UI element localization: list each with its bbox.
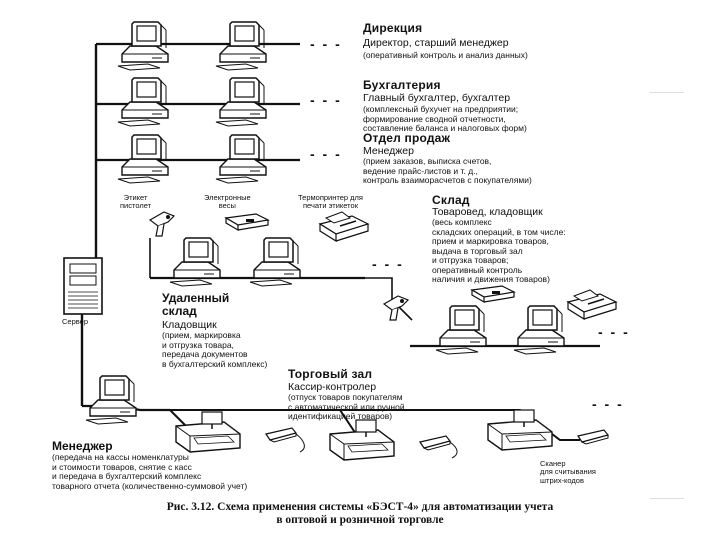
scales-label: Электронные весы [204, 193, 251, 211]
divider [650, 92, 684, 93]
pc-direction-1 [117, 21, 169, 71]
sales-title: Отдел продаж [363, 131, 451, 145]
remote-printer-icon [567, 289, 617, 320]
accounting-title: Бухгалтерия [363, 78, 441, 92]
pc-direction-2 [215, 21, 267, 71]
pc-accounting-1 [117, 77, 169, 127]
server-icon [63, 257, 103, 315]
warehouse-role: Товаровед, кладовщик [432, 206, 543, 218]
remote-title: Удаленный склад [162, 291, 230, 319]
remote-label-gun-icon [383, 295, 409, 321]
sales-role: Менеджер [363, 145, 414, 157]
accounting-role: Главный бухгалтер, бухгалтер [363, 92, 511, 104]
continuation-dots: - - - [592, 396, 624, 412]
pc-accounting-2 [215, 77, 267, 127]
accounting-desc: (комплексный бухучет на предприятии; фор… [363, 104, 527, 134]
direction-title: Дирекция [363, 21, 423, 35]
figure-caption: Рис. 3.12. Схема применения системы «БЭС… [166, 501, 554, 527]
direction-role: Директор, старший менеджер [363, 37, 509, 49]
register-2 [329, 419, 395, 461]
scanner-1 [265, 427, 297, 443]
server-label: Сервер [62, 317, 89, 326]
continuation-dots: - - - [598, 324, 630, 340]
register-1 [175, 411, 241, 453]
label-gun-icon [149, 211, 175, 237]
hall-role: Кассир-контролер [288, 381, 377, 393]
scanner-label: Сканер для считывания штрих-кодов [540, 459, 596, 485]
register-3 [487, 409, 553, 451]
pc-manager [85, 375, 137, 425]
remote-desc: (прием, маркировка и отгрузка товара, пе… [162, 330, 268, 369]
direction-desc: (оперативный контроль и анализ данных) [363, 50, 528, 60]
scales-icon [225, 213, 269, 231]
scanner-2 [419, 435, 451, 451]
manager-desc: (передача на кассы номенклатуры и стоимо… [52, 452, 248, 491]
divider [650, 498, 684, 499]
remote-scales-icon [471, 285, 515, 303]
remote-role: Кладовщик [162, 319, 217, 331]
scanner-3 [577, 429, 609, 445]
continuation-dots: - - - [372, 256, 404, 272]
continuation-dots: - - - [310, 36, 342, 52]
thermo-printer-label: Термопринтер для печати этикеток [298, 193, 363, 211]
hall-desc: (отпуск товаров покупателям с автоматиче… [288, 392, 405, 422]
continuation-dots: - - - [310, 92, 342, 108]
continuation-dots: - - - [310, 146, 342, 162]
warehouse-title: Склад [432, 193, 470, 207]
sales-desc: (прием заказов, выписка счетов, ведение … [363, 156, 532, 186]
warehouse-desc: (весь комплекс складских операций, в том… [432, 217, 566, 285]
label-gun-label: Этикет пистолет [120, 193, 152, 211]
thermo-printer-icon [319, 211, 369, 242]
manager-title: Менеджер [52, 439, 113, 453]
hall-title: Торговый зал [288, 367, 373, 381]
